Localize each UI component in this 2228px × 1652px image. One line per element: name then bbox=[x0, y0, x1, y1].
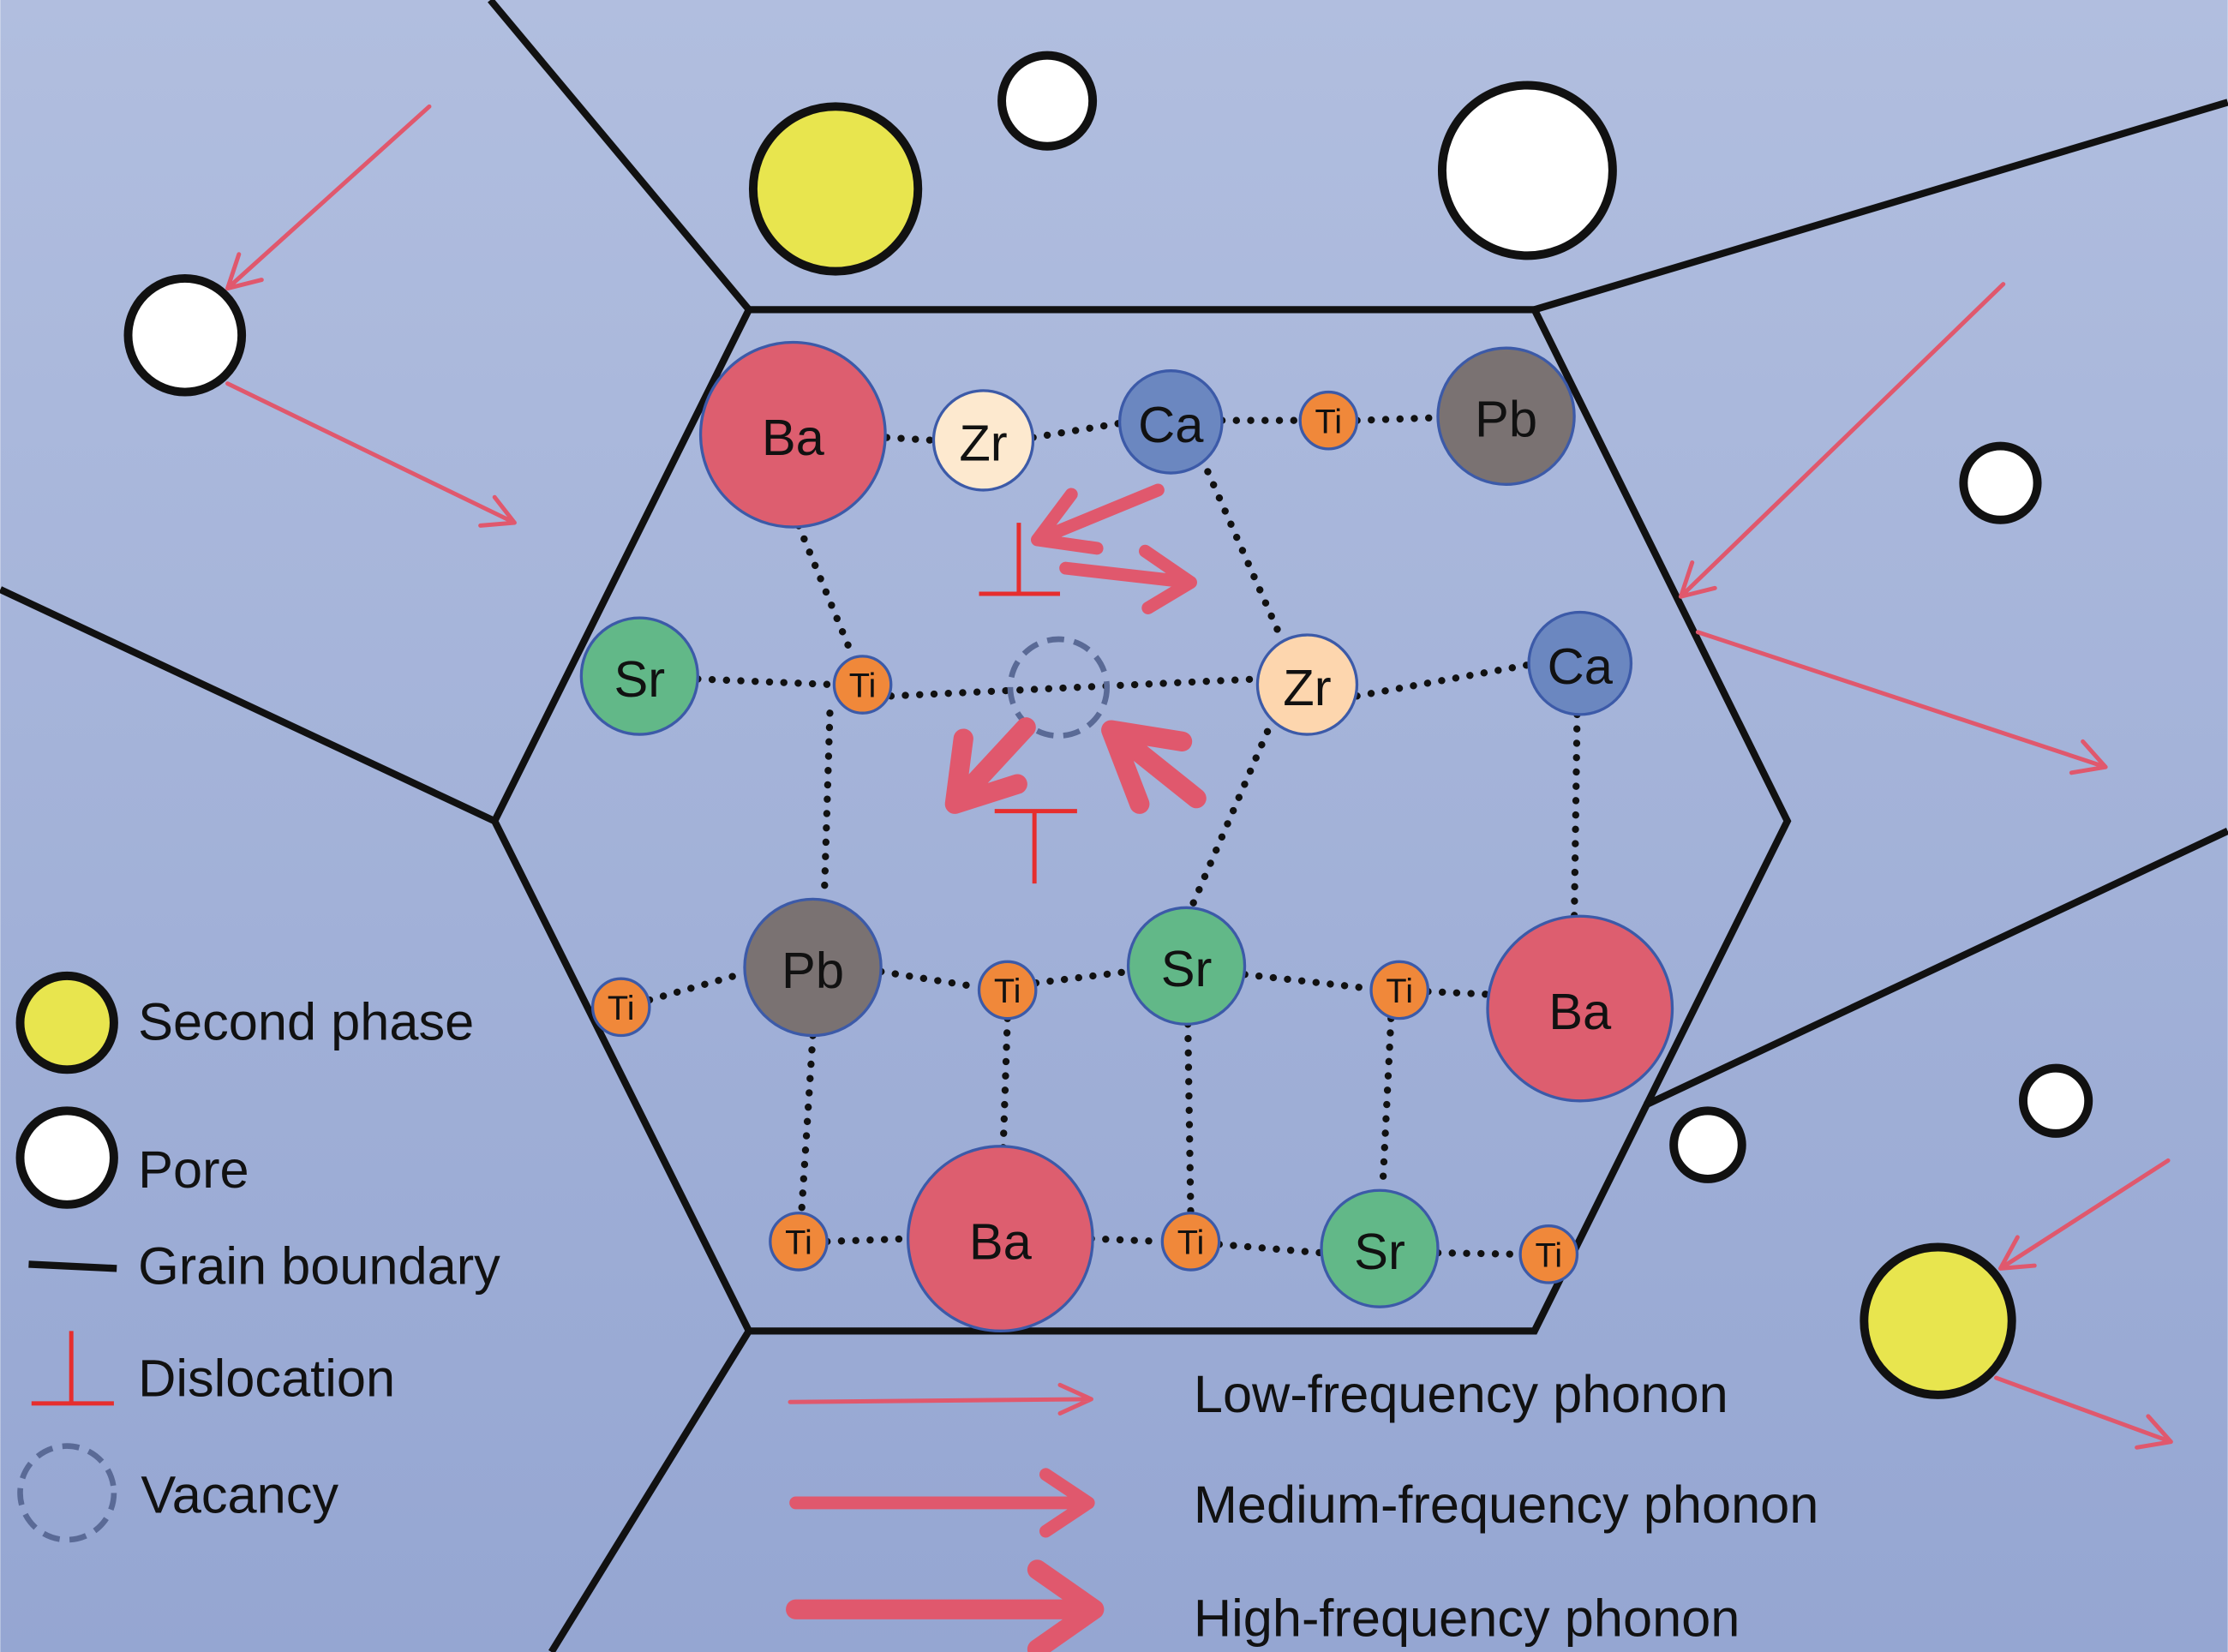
svg-text:Zr: Zr bbox=[959, 415, 1007, 472]
svg-text:Sr: Sr bbox=[614, 650, 665, 708]
atom-ti: Ti bbox=[1518, 1224, 1579, 1284]
svg-text:Ba: Ba bbox=[969, 1212, 1033, 1270]
atom-ti: Ti bbox=[1298, 390, 1359, 451]
legend-vacancy: Vacancy bbox=[141, 1464, 338, 1523]
svg-text:Pb: Pb bbox=[782, 942, 844, 999]
legend-dislocation: Dislocation bbox=[138, 1349, 395, 1408]
legend-high-phonon: High-frequency phonon bbox=[1194, 1589, 1740, 1648]
atom-sr: Sr bbox=[1126, 906, 1247, 1026]
bonds bbox=[645, 414, 1581, 1258]
dislocation-symbol bbox=[994, 809, 1077, 884]
high-phonon-arrow bbox=[944, 717, 1036, 814]
dislocation-symbol bbox=[979, 523, 1061, 596]
atom-sr: Sr bbox=[1320, 1188, 1440, 1308]
svg-text:Ba: Ba bbox=[762, 409, 825, 466]
second-phase-particle bbox=[1860, 1242, 2016, 1399]
svg-text:Ti: Ti bbox=[785, 1224, 812, 1262]
grain-boundary-line bbox=[1644, 828, 2228, 1109]
low-phonon-arrow bbox=[1695, 630, 2108, 775]
svg-text:Ti: Ti bbox=[608, 990, 635, 1027]
dislocations bbox=[979, 523, 1077, 884]
legend-grain-boundary: Grain boundary bbox=[138, 1236, 500, 1296]
legend-pore: Pore bbox=[138, 1140, 249, 1199]
low-phonon-arrow bbox=[1997, 1158, 2171, 1271]
pore-legend-icon bbox=[15, 1106, 118, 1209]
svg-text:Sr: Sr bbox=[1161, 940, 1213, 997]
svg-text:Ca: Ca bbox=[1548, 637, 1614, 695]
svg-text:Ba: Ba bbox=[1548, 983, 1612, 1040]
svg-text:Zr: Zr bbox=[1283, 659, 1331, 716]
atom-ti: Ti bbox=[769, 1212, 829, 1272]
pore bbox=[1669, 1106, 1746, 1183]
legend-second-phase: Second phase bbox=[138, 991, 474, 1050]
atoms: Ba Zr Ca Ti Pb Sr Ti Zr Ca Pb Ti Ti Sr T… bbox=[579, 340, 1674, 1332]
low-phonon-arrow bbox=[225, 104, 432, 291]
second-phase-legend-icon bbox=[15, 971, 118, 1074]
high-phonon-legend-arrow bbox=[786, 1559, 1105, 1652]
low-phonon-arrow bbox=[1678, 282, 2006, 599]
svg-text:Pb: Pb bbox=[1475, 391, 1537, 448]
atom-ti: Ti bbox=[590, 977, 651, 1038]
second-phase-particle bbox=[748, 102, 923, 276]
pore bbox=[1959, 441, 2042, 524]
grain-boundary-line bbox=[0, 586, 496, 824]
atom-ba: Ba bbox=[698, 340, 887, 529]
legend-left: Second phase Pore Grain boundary Disloca… bbox=[15, 971, 500, 1543]
medium-phonon-legend-arrow bbox=[789, 1468, 1095, 1538]
pore bbox=[1437, 81, 1617, 260]
atom-zr: Zr bbox=[931, 389, 1035, 492]
atom-ba: Ba bbox=[906, 1145, 1094, 1332]
vacancy-legend-icon bbox=[17, 1443, 117, 1543]
atom-ti: Ti bbox=[977, 960, 1038, 1021]
pore bbox=[997, 51, 1098, 151]
legend-low-phonon: Low-frequency phonon bbox=[1194, 1364, 1728, 1423]
grain-boundary-line bbox=[488, 0, 752, 313]
low-phonon-arrow bbox=[225, 381, 517, 528]
inclusions bbox=[123, 51, 2093, 1399]
legend-phonons: Low-frequency phonon Medium-frequency ph… bbox=[786, 1364, 1819, 1652]
svg-text:Ti: Ti bbox=[1535, 1236, 1562, 1274]
atom-ca: Ca bbox=[1527, 610, 1633, 716]
low-phonon-legend-arrow bbox=[788, 1382, 1093, 1416]
svg-text:Ti: Ti bbox=[849, 667, 877, 705]
atom-ti: Ti bbox=[1160, 1212, 1221, 1272]
medium-phonon-arrow bbox=[1031, 483, 1165, 555]
atom-pb: Pb bbox=[1436, 346, 1576, 486]
atom-pb: Pb bbox=[743, 897, 883, 1038]
atom-zr: Zr bbox=[1255, 633, 1359, 736]
vacancy bbox=[1007, 636, 1111, 739]
svg-text:Ca: Ca bbox=[1138, 396, 1204, 453]
grain-boundary-legend-icon bbox=[28, 1260, 117, 1272]
svg-text:Sr: Sr bbox=[1354, 1223, 1405, 1280]
svg-text:Ti: Ti bbox=[1315, 403, 1342, 440]
low-phonon-arrow bbox=[1993, 1375, 2173, 1450]
grain-boundary-line bbox=[548, 1329, 752, 1652]
grain-boundary-line bbox=[1533, 99, 2228, 314]
high-phonon-arrow bbox=[1101, 720, 1207, 814]
atom-ca: Ca bbox=[1117, 369, 1224, 475]
medium-phonon-arrow bbox=[1059, 544, 1197, 614]
svg-text:Ti: Ti bbox=[994, 973, 1021, 1010]
svg-text:Ti: Ti bbox=[1386, 973, 1413, 1010]
atom-ti: Ti bbox=[1369, 960, 1430, 1021]
inner-phonons bbox=[944, 483, 1207, 814]
atom-sr: Sr bbox=[579, 616, 699, 736]
pore bbox=[123, 273, 247, 397]
low-frequency-phonons bbox=[225, 104, 2173, 1450]
dislocation-legend-icon bbox=[31, 1331, 114, 1406]
atom-ti: Ti bbox=[832, 655, 893, 715]
svg-text:Ti: Ti bbox=[1177, 1224, 1205, 1262]
pore bbox=[2019, 1063, 2093, 1138]
atom-ba: Ba bbox=[1486, 914, 1674, 1103]
legend-medium-phonon: Medium-frequency phonon bbox=[1194, 1475, 1819, 1534]
